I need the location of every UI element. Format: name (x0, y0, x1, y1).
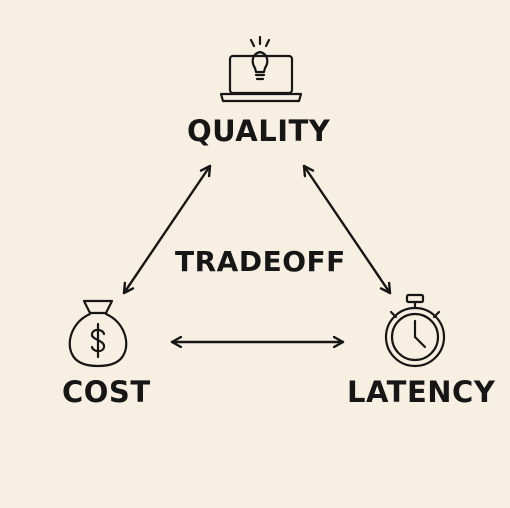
arrow-quality-cost (122, 164, 212, 295)
stopwatch-icon (384, 293, 446, 368)
cost-label: COST (62, 375, 151, 409)
laptop-lightbulb-icon (219, 35, 303, 103)
tradeoff-label: TRADEOFF (175, 245, 346, 278)
latency-label: LATENCY (347, 375, 496, 409)
quality-label: QUALITY (187, 114, 331, 148)
money-bag-icon (68, 299, 128, 368)
arrow-quality-latency (302, 164, 392, 295)
